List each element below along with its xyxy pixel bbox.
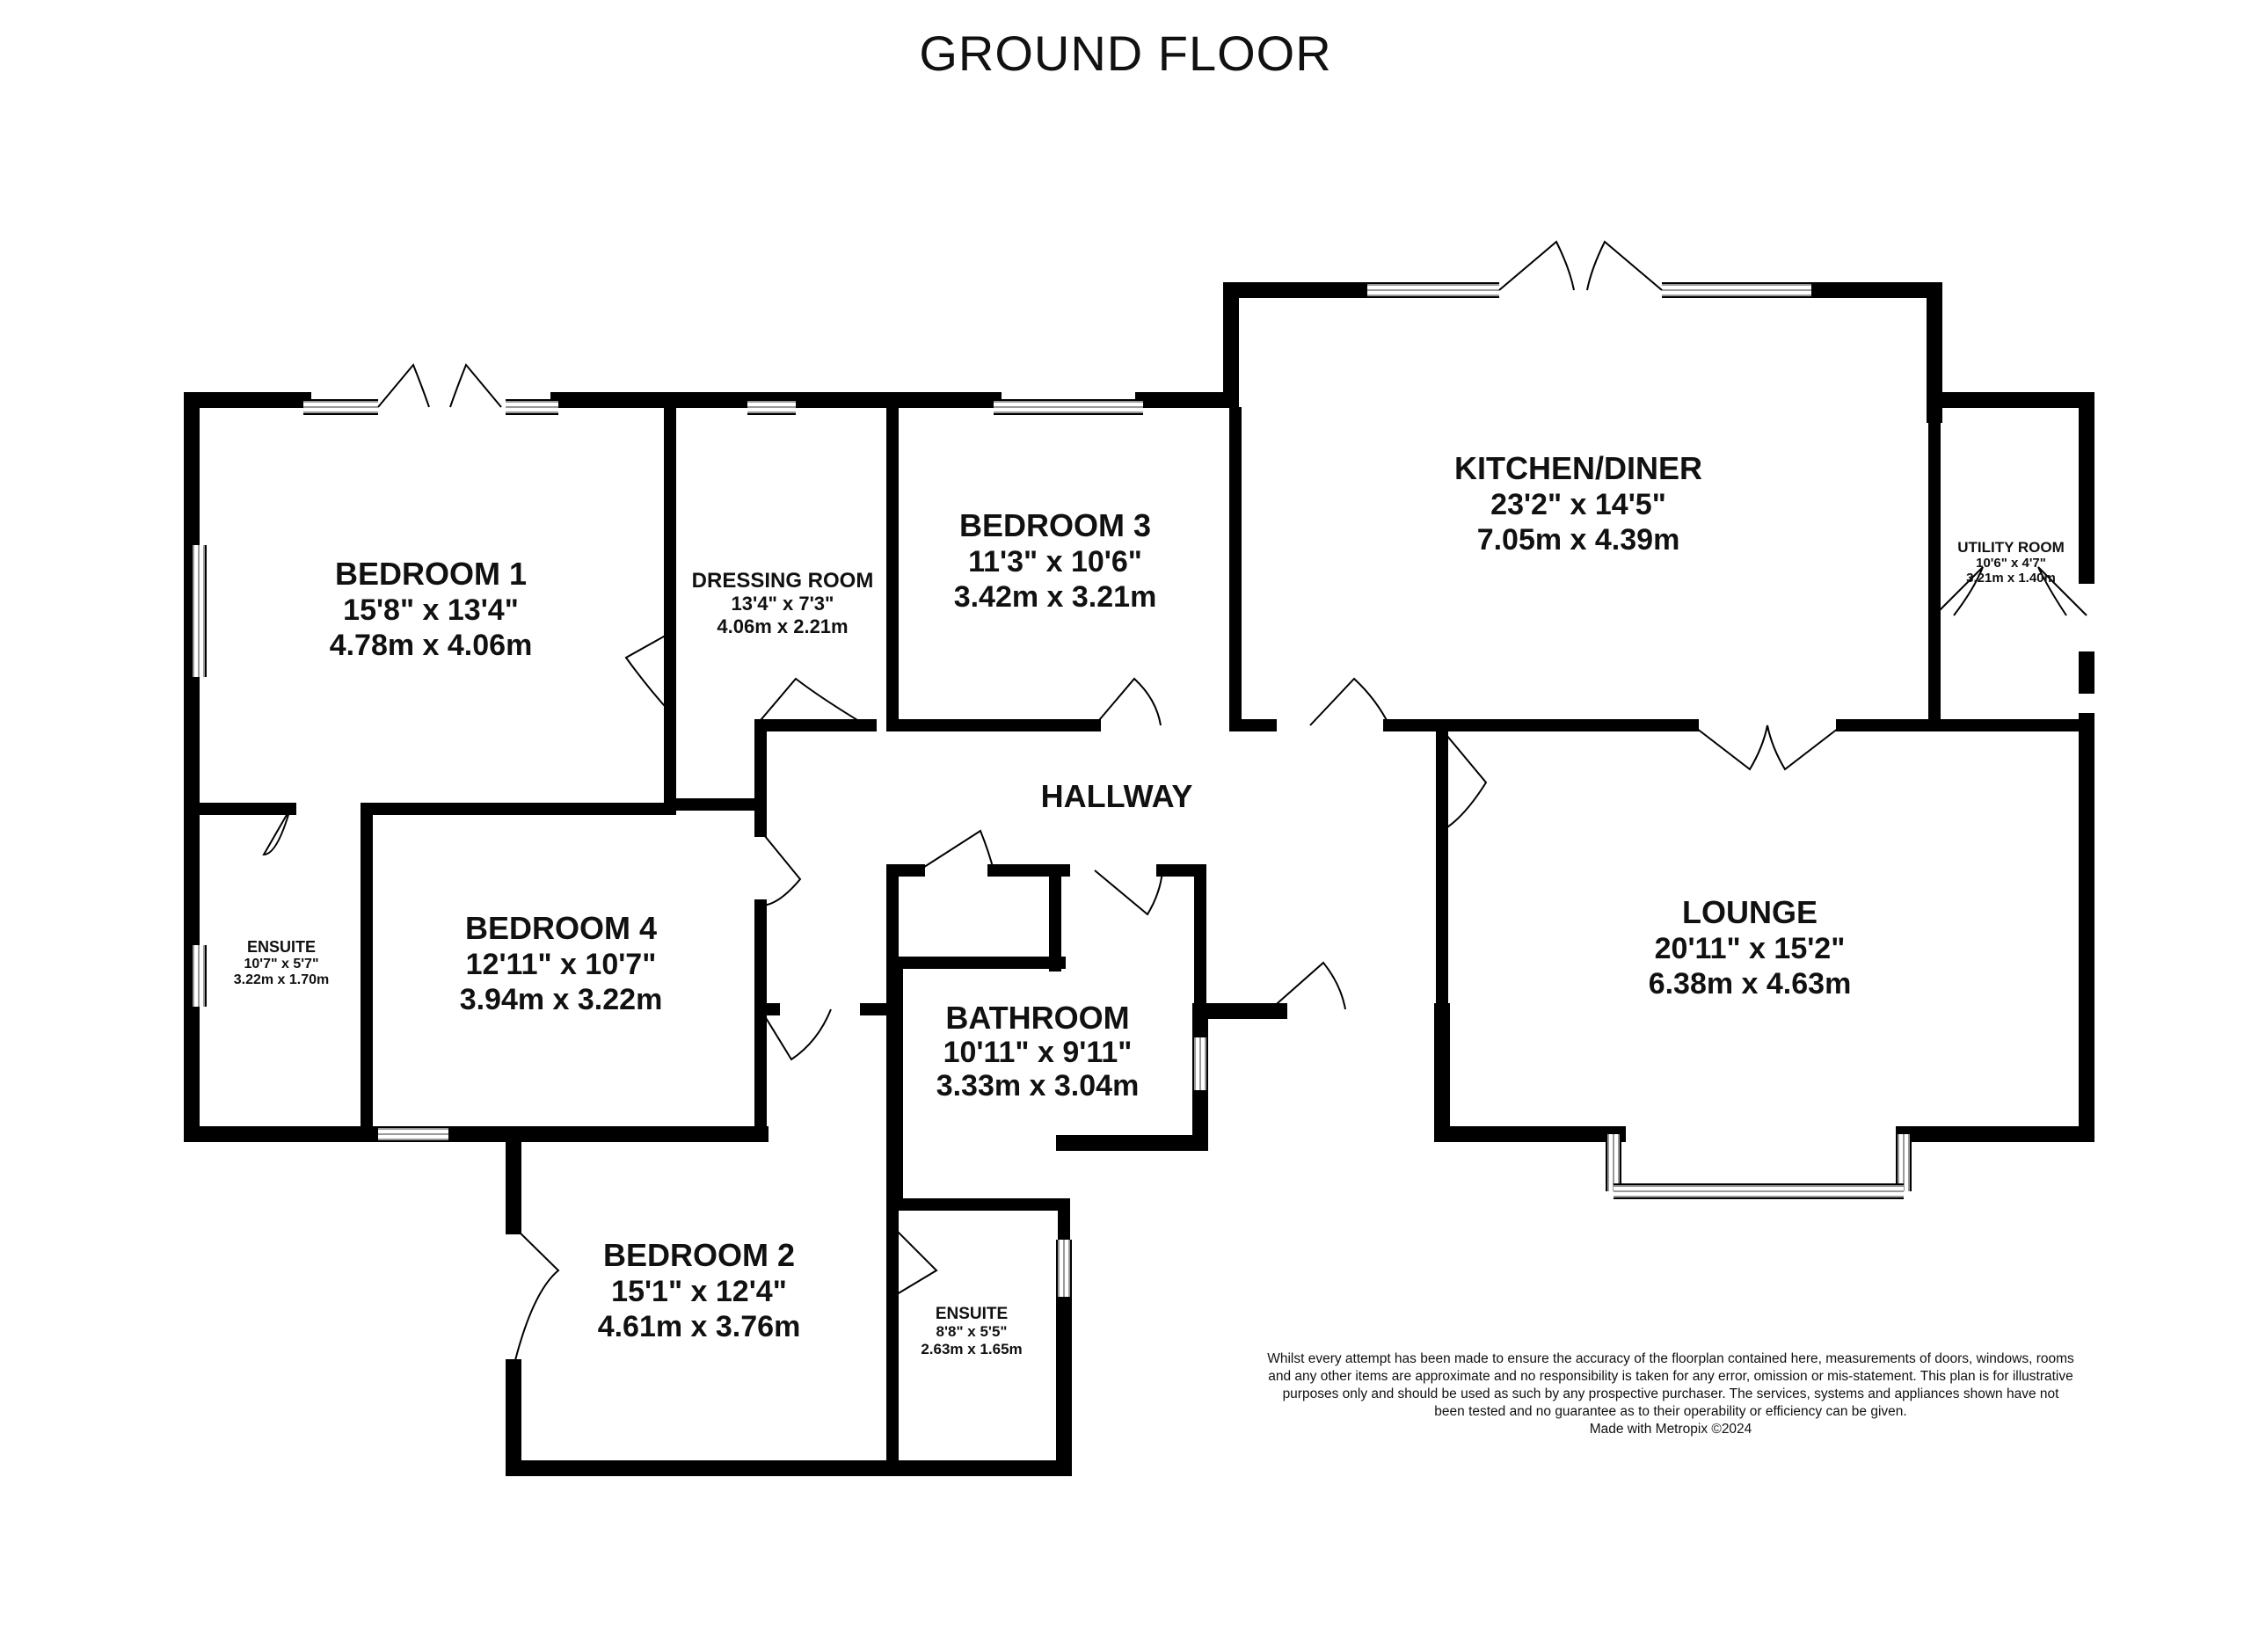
door xyxy=(1692,724,1768,771)
door xyxy=(377,363,430,408)
room-name: BEDROOM 2 xyxy=(603,1237,795,1273)
room-imperial: 15'8" x 13'4" xyxy=(343,593,519,627)
room-label-bedroom-2: BEDROOM 215'1" x 12'4"4.61m x 3.76m xyxy=(598,1237,801,1343)
room-labels: BEDROOM 115'8" x 13'4"4.78m x 4.06m DRESS… xyxy=(234,450,2065,1357)
door xyxy=(892,1226,938,1298)
room-imperial: 10'7" x 5'7" xyxy=(244,957,318,972)
door xyxy=(755,677,867,726)
room-metric: 3.94m x 3.22m xyxy=(460,983,663,1016)
room-metric: 7.05m x 4.39m xyxy=(1477,523,1680,557)
room-name: BEDROOM 3 xyxy=(959,507,1151,543)
door xyxy=(2037,566,2087,616)
room-name: ENSUITE xyxy=(247,938,316,956)
room-name: DRESSING ROOM xyxy=(692,569,874,593)
walls xyxy=(184,282,2094,1476)
door xyxy=(262,808,291,856)
room-name: UTILITY ROOM xyxy=(1957,539,2065,556)
room-metric: 6.38m x 4.63m xyxy=(1649,967,1852,1001)
room-metric: 3.21m x 1.40m xyxy=(1966,571,2056,586)
door xyxy=(1094,870,1163,916)
room-metric: 3.22m x 1.70m xyxy=(234,972,330,987)
room-metric: 2.63m x 1.65m xyxy=(921,1341,1022,1357)
door xyxy=(1586,240,1663,291)
room-name: ENSUITE xyxy=(936,1305,1008,1323)
page-title: GROUND FLOOR xyxy=(919,25,1332,81)
room-metric: 4.06m x 2.21m xyxy=(717,615,848,637)
room-label-hallway: HALLWAY xyxy=(1041,778,1193,814)
windows xyxy=(191,282,1912,1297)
room-name: LOUNGE xyxy=(1682,894,1818,930)
door xyxy=(1441,729,1488,832)
room-name: BEDROOM 4 xyxy=(465,910,657,946)
room-imperial: 10'6" x 4'7" xyxy=(1976,556,2046,571)
room-imperial: 20'11" x 15'2" xyxy=(1655,932,1846,965)
room-imperial: 13'4" x 7'3" xyxy=(732,593,834,615)
room-imperial: 15'1" x 12'4" xyxy=(611,1275,787,1308)
room-label-bedroom-1: BEDROOM 115'8" x 13'4"4.78m x 4.06m xyxy=(330,556,533,662)
room-name: BATHROOM xyxy=(945,1000,1129,1036)
room-imperial: 10'11" x 9'11" xyxy=(943,1036,1133,1069)
door xyxy=(449,363,502,408)
room-name: BEDROOM 1 xyxy=(335,556,527,592)
door xyxy=(624,632,671,713)
room-name: KITCHEN/DINER xyxy=(1454,450,1702,486)
room-label-bedroom-4: BEDROOM 412'11" x 10'7"3.94m x 3.22m xyxy=(460,910,663,1016)
room-name: HALLWAY xyxy=(1041,778,1193,814)
doors xyxy=(262,240,2087,1368)
disclaimer-text: Whilst every attempt has been made to en… xyxy=(1267,1351,2074,1419)
door xyxy=(1934,566,1984,616)
room-imperial: 12'11" x 10'7" xyxy=(466,948,657,981)
door xyxy=(1309,677,1390,726)
room-metric: 3.42m x 3.21m xyxy=(954,580,1157,614)
disclaimer: Whilst every attempt has been made to en… xyxy=(1266,1350,2075,1438)
room-metric: 4.78m x 4.06m xyxy=(330,629,533,662)
room-imperial: 11'3" x 10'6" xyxy=(968,545,1142,579)
door xyxy=(760,1008,832,1061)
door xyxy=(1270,961,1346,1010)
room-metric: 4.61m x 3.76m xyxy=(598,1310,801,1343)
door xyxy=(918,829,994,871)
room-imperial: 23'2" x 14'5" xyxy=(1490,488,1666,521)
door xyxy=(760,830,802,906)
door xyxy=(1767,724,1843,771)
credit-text: Made with Metropix ©2024 xyxy=(1589,1422,1752,1437)
door xyxy=(1094,677,1162,726)
room-metric: 3.33m x 3.04m xyxy=(936,1069,1140,1103)
room-imperial: 8'8" x 5'5" xyxy=(936,1323,1008,1340)
room-label-bedroom-3: BEDROOM 311'3" x 10'6"3.42m x 3.21m xyxy=(954,507,1157,614)
door xyxy=(1498,240,1575,291)
door xyxy=(513,1226,560,1368)
